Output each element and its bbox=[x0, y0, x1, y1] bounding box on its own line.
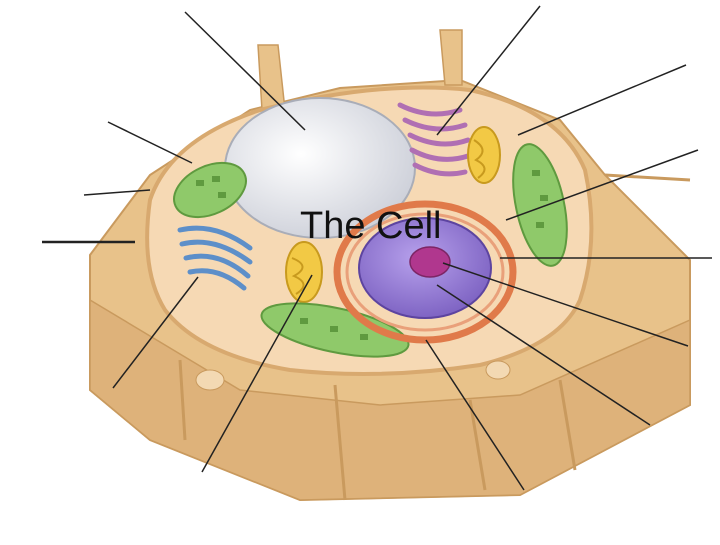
nucleolus bbox=[410, 247, 450, 277]
neighbor-cell bbox=[196, 370, 224, 390]
neighbor-cell-2 bbox=[486, 361, 510, 379]
diagram-title: The Cell bbox=[300, 204, 442, 248]
